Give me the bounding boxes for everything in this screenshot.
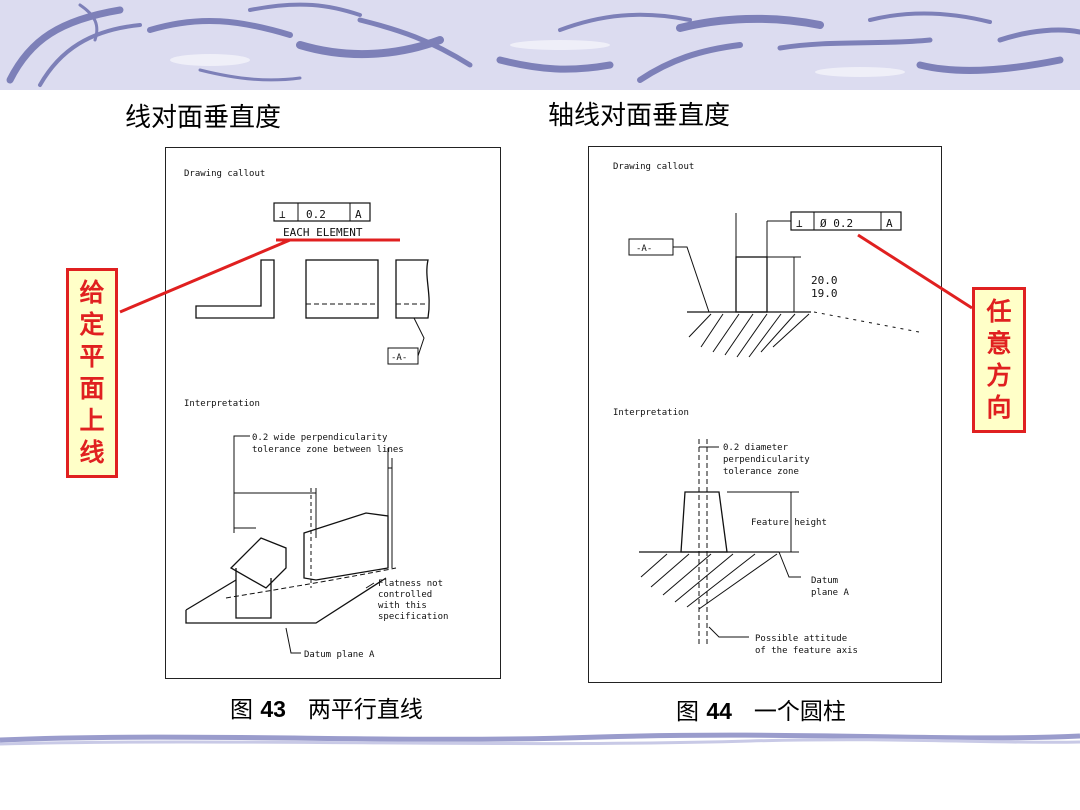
fig44-drawing-callout-label: Drawing callout xyxy=(613,162,694,172)
fig44-fcf-tolerance: Ø 0.2 xyxy=(820,217,853,230)
fig43-interpretation-label: Interpretation xyxy=(184,399,260,409)
fig44-zone-note-1: 0.2 diameter xyxy=(723,443,789,453)
right-callout-box: 任 意 方 向 xyxy=(972,287,1026,433)
decorative-banner xyxy=(0,0,1080,90)
fig44-zone-note-3: tolerance zone xyxy=(723,467,799,477)
fig44-datum-tag: -A- xyxy=(636,244,652,254)
fig43-flatness-3: with this xyxy=(378,601,427,611)
fig43-flatness-1: Flatness not xyxy=(378,579,443,589)
fig44-caption-text: 一个圆柱 xyxy=(753,699,846,725)
right-callout-char: 向 xyxy=(986,393,1012,422)
fig44-caption-number: 44 xyxy=(706,698,732,724)
fig43-zone-note-2: tolerance zone between lines xyxy=(252,445,404,455)
fig43-caption-prefix: 图 xyxy=(230,697,253,723)
left-section-title: 线对面垂直度 xyxy=(125,103,282,133)
right-callout-char: 意 xyxy=(986,329,1012,358)
fig44-attitude-2: of the feature axis xyxy=(755,646,858,656)
figure-43-panel: Drawing callout ⊥ 0.2 A EACH ELEMENT -A-… xyxy=(165,147,501,679)
fig43-each-element: EACH ELEMENT xyxy=(283,226,363,239)
right-callout-char: 任 xyxy=(986,297,1012,326)
fig43-fcf-tolerance: 0.2 xyxy=(306,208,326,221)
fig44-fcf-symbol: ⊥ xyxy=(796,217,803,230)
left-callout-char: 面 xyxy=(79,374,105,403)
fig43-fcf-symbol: ⊥ xyxy=(279,208,286,221)
fig44-interpretation-label: Interpretation xyxy=(613,408,689,418)
figure-43-caption: 图 43 两平行直线 xyxy=(230,690,423,724)
fig44-fcf-datum: A xyxy=(886,217,893,230)
figure-44-caption: 图 44 一个圆柱 xyxy=(676,692,846,726)
fig43-datum-tag: -A- xyxy=(391,353,407,363)
fig43-flatness-4: specification xyxy=(378,612,448,622)
left-callout-char: 定 xyxy=(79,310,105,339)
fig44-dim-upper: 20.0 xyxy=(811,274,838,287)
fig44-datum-2: plane A xyxy=(811,588,850,598)
fig44-attitude-1: Possible attitude xyxy=(755,634,847,644)
figure-44-drawing: Drawing callout ⊥ Ø 0.2 A -A- 20.0 19.0 … xyxy=(613,162,920,656)
fig44-dim-lower: 19.0 xyxy=(811,287,838,300)
fig44-feature-height: Feature height xyxy=(751,518,827,528)
figure-43-drawing: Drawing callout ⊥ 0.2 A EACH ELEMENT -A-… xyxy=(184,169,448,660)
left-callout-char: 上 xyxy=(79,406,105,435)
fig43-fcf-datum: A xyxy=(355,208,362,221)
right-callout-char: 方 xyxy=(986,361,1012,390)
fig43-caption-text: 两平行直线 xyxy=(307,697,423,723)
fig43-drawing-callout-label: Drawing callout xyxy=(184,169,265,179)
fig43-flatness-2: controlled xyxy=(378,590,432,600)
right-section-title: 轴线对面垂直度 xyxy=(548,101,731,131)
left-callout-char: 给 xyxy=(79,278,105,307)
left-callout-char: 线 xyxy=(79,438,105,467)
fig44-caption-prefix: 图 xyxy=(676,699,699,725)
fig43-caption-number: 43 xyxy=(260,696,286,722)
fig44-datum-1: Datum xyxy=(811,576,838,586)
fig44-zone-note-2: perpendicularity xyxy=(723,455,810,465)
decorative-bottom-bar xyxy=(0,732,1080,746)
fig43-zone-note-1: 0.2 wide perpendicularity xyxy=(252,433,388,443)
left-callout-char: 平 xyxy=(79,342,105,371)
figure-44-panel: Drawing callout ⊥ Ø 0.2 A -A- 20.0 19.0 … xyxy=(588,146,942,683)
fig43-datum-plane: Datum plane A xyxy=(304,650,375,660)
left-callout-box: 给 定 平 面 上 线 xyxy=(66,268,118,478)
